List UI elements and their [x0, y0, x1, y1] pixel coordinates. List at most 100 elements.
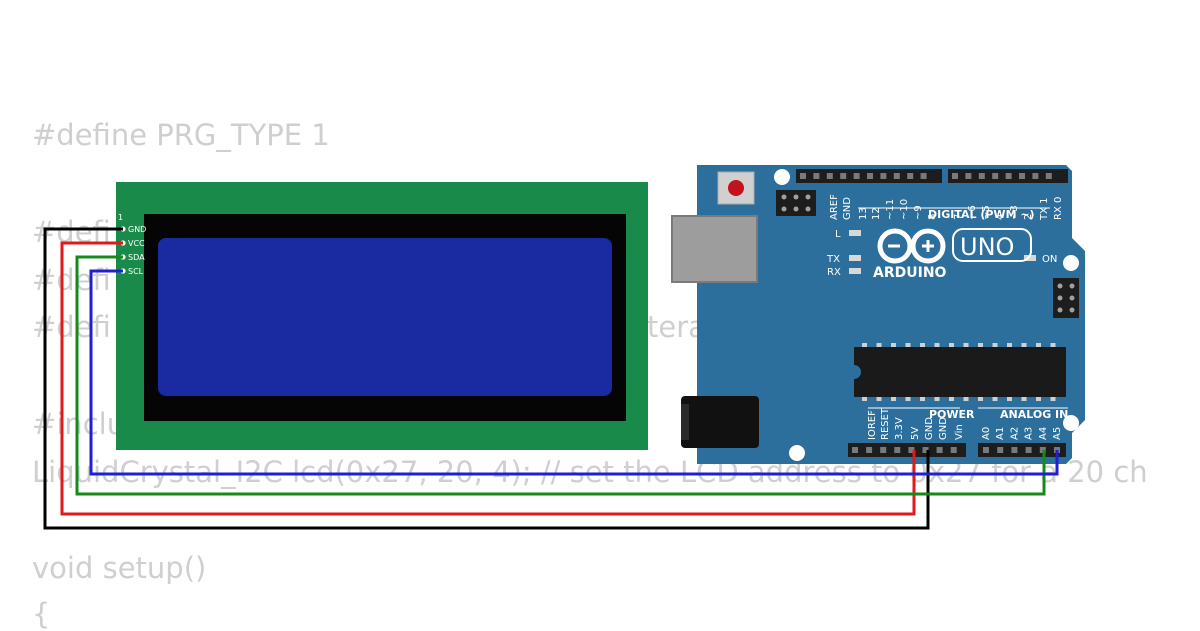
chip-pin [1007, 397, 1012, 401]
chip-pin [1050, 397, 1056, 401]
digital-pin-hole[interactable] [1005, 173, 1012, 179]
power-pin-hole[interactable] [880, 447, 887, 453]
dc-jack-edge [681, 404, 689, 440]
chip-pin [934, 343, 940, 347]
digital-pin-hole[interactable] [907, 173, 914, 179]
digital-pin-label: GND [842, 197, 853, 220]
digital-pin-label: 2 [1023, 214, 1034, 220]
chip-pin [920, 397, 925, 401]
lcd-module[interactable]: 1 GND VCC SDA SCL [116, 182, 648, 450]
digital-pin-hole[interactable] [893, 173, 900, 179]
digital-pin-hole[interactable] [880, 173, 887, 179]
analog-pin-hole[interactable] [983, 447, 989, 453]
digital-pin-hole[interactable] [920, 173, 927, 179]
digital-pin-label: ~3 [1009, 205, 1020, 220]
power-pin-label: Vin [954, 424, 965, 440]
power-pin-hole[interactable] [950, 447, 957, 453]
power-pin-hole[interactable] [922, 447, 929, 453]
digital-pin-hole[interactable] [992, 173, 999, 179]
code-line-void-setup: void setup() [32, 551, 207, 585]
lcd-pin-scl-label: SCL [128, 267, 144, 276]
led-on-label: ON [1042, 254, 1057, 265]
power-pin-hole[interactable] [908, 447, 915, 453]
analog-pin-label: A4 [1038, 427, 1049, 440]
wire-scl[interactable] [89, 269, 1059, 476]
chip-pin [963, 343, 969, 347]
atmega-chip [854, 343, 1066, 401]
chip-pin [1036, 343, 1041, 347]
analog-pin-hole[interactable] [1025, 447, 1032, 453]
chip-pin [949, 397, 954, 401]
power-pin-label: 5V [910, 427, 921, 440]
code-line-include: #inclu [32, 407, 126, 441]
power-pin-label: GND [938, 417, 949, 440]
lcd-pin1-label: 1 [118, 213, 123, 222]
power-title: POWER [929, 408, 975, 421]
analog-title: ANALOG IN [1000, 408, 1068, 421]
digital-pin-hole[interactable] [826, 173, 833, 179]
digital-pin-label: RX 0 [1053, 197, 1064, 220]
lcd-pin-vcc-label: VCC [128, 239, 145, 248]
chip-pin [1007, 343, 1012, 347]
digital-pin-hole[interactable] [813, 173, 820, 179]
power-pin-hole[interactable] [936, 447, 943, 453]
chip-pin [1036, 397, 1041, 401]
digital-pin-hole[interactable] [867, 173, 873, 179]
analog-pin-label: A3 [1024, 427, 1035, 440]
chip-pin [891, 397, 896, 401]
chip-pin [949, 343, 954, 347]
mounting-hole-top-left [774, 169, 790, 185]
analog-header-block [978, 443, 1066, 457]
analog-header[interactable] [978, 443, 1066, 457]
reset-button[interactable] [717, 171, 755, 205]
power-pin-hole[interactable] [852, 447, 858, 453]
digital-pin-hole[interactable] [800, 173, 806, 179]
digital-pin-hole[interactable] [1032, 173, 1039, 179]
brand-label: ARDUINO [873, 265, 947, 281]
digital-pin-label: 13 [858, 207, 869, 220]
chip-pin [862, 343, 867, 347]
lcd-pin-gnd-label: GND [128, 225, 146, 234]
digital-pin-label: ~10 [899, 199, 910, 220]
analog-pin-hole[interactable] [997, 447, 1004, 453]
digital-pin-hole[interactable] [952, 173, 958, 179]
mounting-hole-right-upper [1063, 255, 1079, 271]
chip-pin [992, 397, 998, 401]
digital-pin-hole[interactable] [840, 173, 847, 179]
arduino-infinity-logo [877, 228, 946, 264]
digital-pin-hole[interactable] [978, 173, 985, 179]
power-header-block [848, 443, 966, 457]
power-pin-label: GND [924, 417, 935, 440]
led-l-label: L [835, 229, 841, 240]
power-pin-hole[interactable] [866, 447, 873, 453]
digital-pin-hole[interactable] [1019, 173, 1025, 179]
chip-body [854, 347, 1066, 397]
digital-pin-hole[interactable] [965, 173, 972, 179]
analog-pin-label: A2 [1009, 427, 1020, 440]
uno-badge [952, 228, 1032, 262]
digital-pin-label: TX 1 [1039, 198, 1050, 222]
lcd-screen [158, 238, 612, 396]
chip-pin [905, 343, 911, 347]
chip-pin [905, 397, 911, 401]
digital-pin-label: ~5 [981, 205, 992, 220]
usb-port [671, 215, 758, 283]
wire-gnd[interactable] [43, 227, 930, 530]
chip-pin [920, 343, 925, 347]
digital-pin-hole[interactable] [853, 173, 860, 179]
analog-pin-label: A0 [981, 427, 992, 440]
wire-sda[interactable] [75, 255, 1046, 496]
power-pin-hole[interactable] [894, 447, 901, 453]
reset-button-cap[interactable] [728, 180, 744, 196]
icsp-top-base [776, 190, 816, 216]
digital-pin-hole[interactable] [1045, 173, 1052, 179]
digital-pin-label: 7 [953, 214, 964, 220]
power-header[interactable] [848, 443, 966, 457]
chip-pin [934, 397, 940, 401]
analog-pin-hole[interactable] [1011, 447, 1018, 453]
digital-pin-label: ~9 [913, 205, 924, 220]
digital-header[interactable] [796, 169, 1068, 183]
